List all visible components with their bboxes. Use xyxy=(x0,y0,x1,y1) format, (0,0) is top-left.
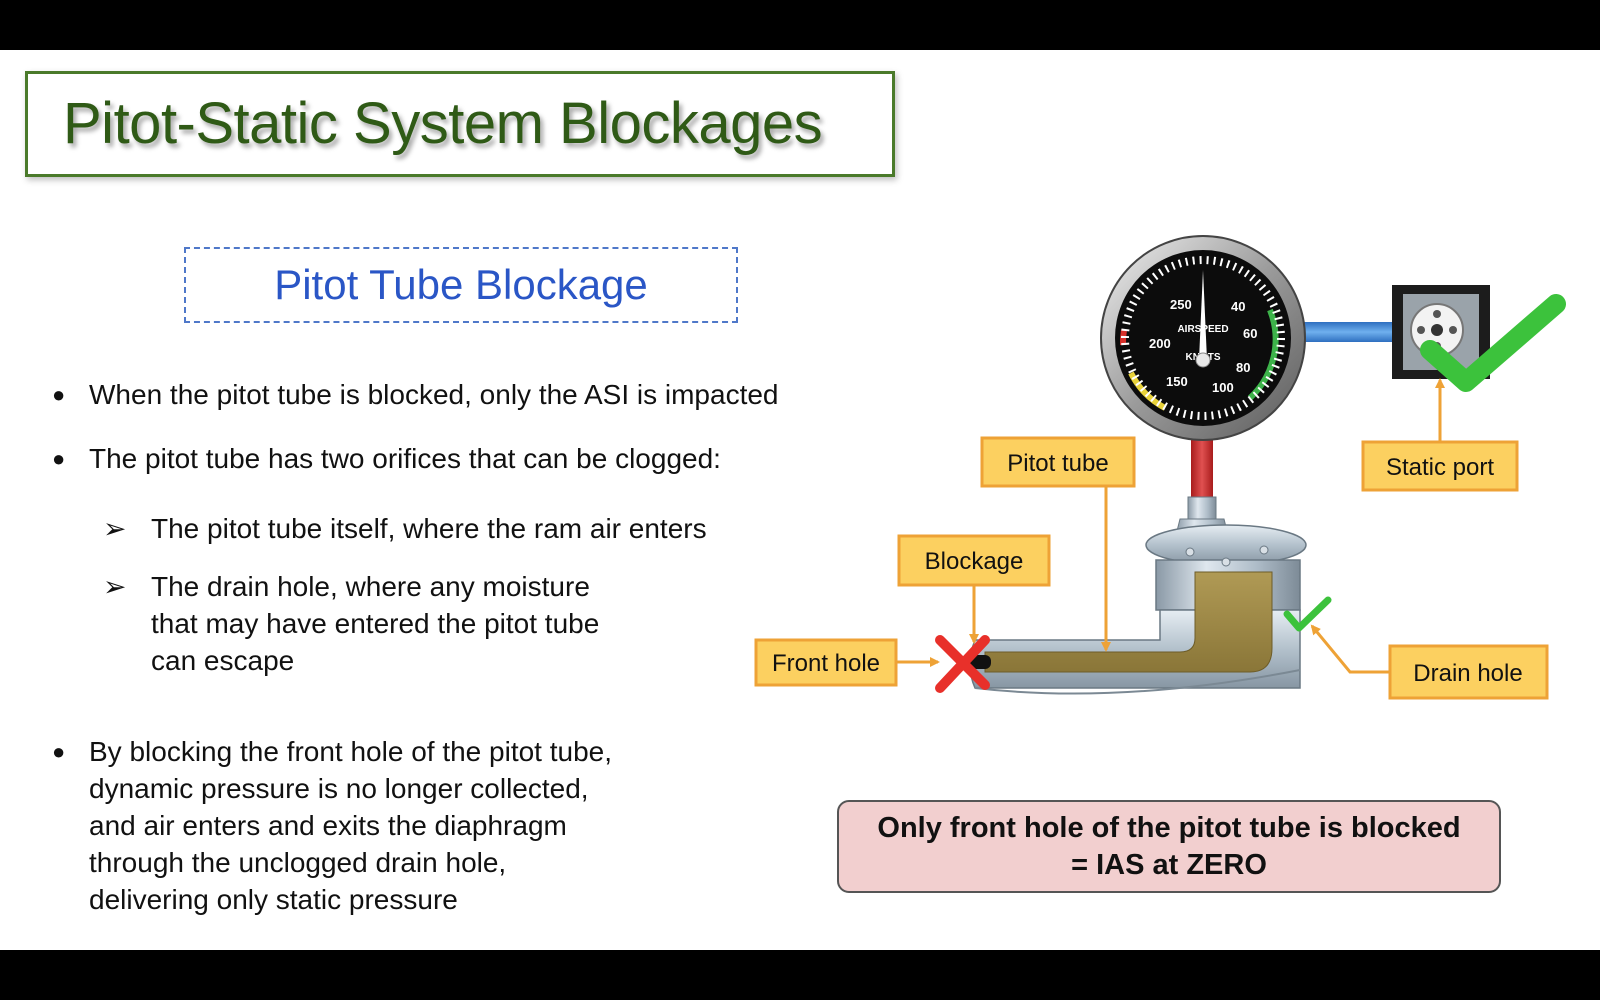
callout-label: Static port xyxy=(1386,454,1494,481)
result-box: Only front hole of the pitot tube is blo… xyxy=(837,800,1501,893)
airspeed-indicator: 250 40 60 200 80 150 100 AIRSPEED KNOTS xyxy=(1100,235,1306,441)
callout-label: Front hole xyxy=(772,650,880,677)
callout-label: Drain hole xyxy=(1413,660,1522,687)
title-box: Pitot-Static System Blockages xyxy=(25,71,895,177)
sub-bullet-mark: ➢ xyxy=(103,571,127,602)
gauge-tick-label: 200 xyxy=(1149,336,1171,351)
bullet-text: When the pitot tube is blocked, only the… xyxy=(89,379,779,410)
static-port-check-icon xyxy=(1420,294,1566,392)
page-title: Pitot-Static System Blockages xyxy=(63,91,823,156)
callout-label: Blockage xyxy=(925,548,1024,575)
drain-hole-arrow xyxy=(1310,624,1390,674)
sub-bullet-text: The drain hole, where any moisture that … xyxy=(151,571,600,676)
bullet-mark: ● xyxy=(52,739,66,764)
callout-pitot-tube: Pitot tube xyxy=(980,436,1136,488)
callout-label: Pitot tube xyxy=(1007,450,1108,477)
bullet-text: By blocking the front hole of the pitot … xyxy=(89,736,613,915)
subtitle-box: Pitot Tube Blockage xyxy=(184,247,738,323)
sub-bullet-text: The pitot tube itself, where the ram air… xyxy=(151,513,707,544)
bottom-letterbox-bar xyxy=(0,950,1600,1000)
callout-drain-hole: Drain hole xyxy=(1388,644,1549,700)
bullet-mark: ● xyxy=(52,382,66,407)
gauge-tick-label: 40 xyxy=(1231,299,1245,314)
gauge-tick-label: 100 xyxy=(1212,380,1234,395)
gauge-tick-label: 150 xyxy=(1166,374,1188,389)
callout-static-port: Static port xyxy=(1361,440,1519,492)
drain-hole-check-icon xyxy=(1283,596,1332,632)
bullet-text: The pitot tube has two orifices that can… xyxy=(89,443,721,474)
sub-bullet-mark: ➢ xyxy=(103,513,127,544)
callout-front-hole: Front hole xyxy=(754,638,898,687)
section-subtitle: Pitot Tube Blockage xyxy=(274,261,648,308)
gauge-tick-label: 250 xyxy=(1170,297,1192,312)
callout-blockage: Blockage xyxy=(897,534,1051,587)
gauge-tick-label: 80 xyxy=(1236,360,1250,375)
result-line-1: Only front hole of the pitot tube is blo… xyxy=(877,811,1461,844)
static-line-tube xyxy=(1300,322,1396,342)
result-line-2: = IAS at ZERO xyxy=(1071,848,1267,881)
gauge-tick-label: 60 xyxy=(1243,326,1257,341)
top-letterbox-bar xyxy=(0,0,1600,50)
bullet-mark: ● xyxy=(52,446,66,471)
pitot-tube-body xyxy=(965,524,1307,695)
front-hole-cross-icon xyxy=(935,635,990,693)
gauge-needle xyxy=(1199,270,1207,360)
pitot-line-tube xyxy=(1191,440,1213,500)
